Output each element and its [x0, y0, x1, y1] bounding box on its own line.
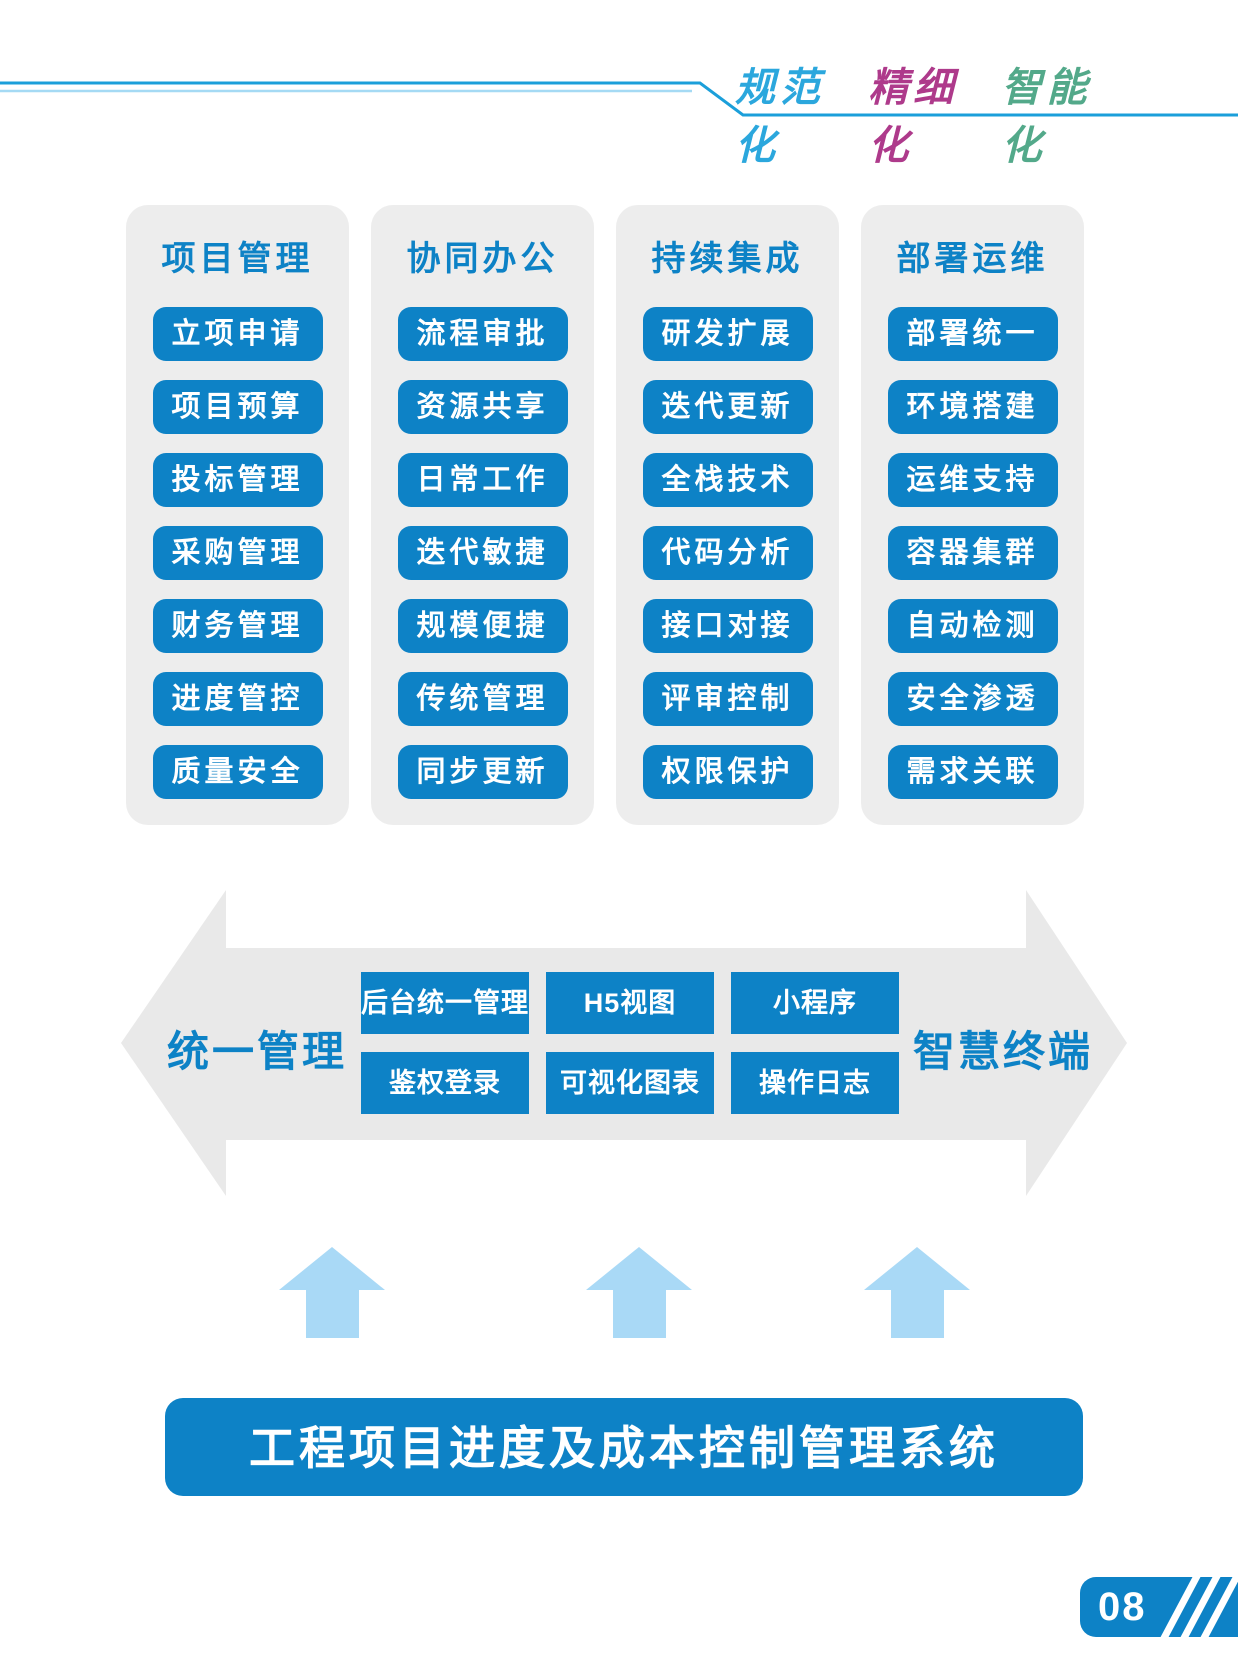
pill-label: 进度管控: [152, 672, 323, 726]
slogan-standardization: 规范化: [735, 66, 825, 168]
pill-label: 日常工作: [397, 453, 568, 507]
pill-label: 迭代敏捷: [397, 526, 568, 580]
panel-title: 项目管理: [161, 240, 314, 278]
page-number-badge: 08: [1080, 1577, 1238, 1637]
pill-label: 环境搭建: [887, 380, 1058, 434]
flow-box-auth-login: 鉴权登录: [361, 1052, 529, 1114]
header-slogans: 规范化 精细化 智能化: [735, 55, 1135, 171]
panel-items: 部署统一 环境搭建 运维支持 容器集群 自动检测 安全渗透 需求关联: [861, 307, 1084, 799]
panel-title: 持续集成: [651, 240, 804, 278]
flow-label-smart-terminal: 智慧终端: [912, 1028, 1093, 1075]
diagonal-stripes-icon: [1157, 1577, 1238, 1637]
pill-label: 运维支持: [887, 453, 1058, 507]
pill-label: 投标管理: [152, 453, 323, 507]
pill-label: 权限保护: [642, 745, 813, 799]
pill-label: 代码分析: [642, 526, 813, 580]
system-title-banner: 工程项目进度及成本控制管理系统: [165, 1398, 1083, 1496]
pill-label: 资源共享: [397, 380, 568, 434]
flow-box-visual-charts: 可视化图表: [546, 1052, 714, 1114]
pill-label: 安全渗透: [887, 672, 1058, 726]
pill-label: 采购管理: [152, 526, 323, 580]
flow-box-operation-logs: 操作日志: [731, 1052, 899, 1114]
pill-label: 需求关联: [887, 745, 1058, 799]
pill-label: 规模便捷: [397, 599, 568, 653]
pill-label: 研发扩展: [642, 307, 813, 361]
pill-label: 同步更新: [397, 745, 568, 799]
pill-label: 全栈技术: [642, 453, 813, 507]
flow-box-mini-program: 小程序: [731, 972, 899, 1034]
panel-title: 部署运维: [896, 240, 1049, 278]
flow-label-unified-management: 统一管理: [166, 1028, 347, 1075]
pill-label: 评审控制: [642, 672, 813, 726]
flow-box-backend-management: 后台统一管理: [361, 972, 529, 1034]
panel-items: 研发扩展 迭代更新 全栈技术 代码分析 接口对接 评审控制 权限保护: [616, 307, 839, 799]
pill-label: 质量安全: [152, 745, 323, 799]
up-arrow-icon: [864, 1247, 970, 1338]
panel-deployment-operations: 部署运维 部署统一 环境搭建 运维支持 容器集群 自动检测 安全渗透 需求关联: [861, 205, 1084, 825]
flow-box-h5-view: H5视图: [546, 972, 714, 1034]
panel-project-management: 项目管理 立项申请 项目预算 投标管理 采购管理 财务管理 进度管控 质量安全: [126, 205, 349, 825]
up-arrow-icon: [279, 1247, 385, 1338]
panel-items: 流程审批 资源共享 日常工作 迭代敏捷 规模便捷 传统管理 同步更新: [371, 307, 594, 799]
pill-label: 传统管理: [397, 672, 568, 726]
pill-label: 容器集群: [887, 526, 1058, 580]
slogan-refinement: 精细化: [868, 66, 959, 168]
panel-title: 协同办公: [406, 240, 559, 278]
pill-label: 接口对接: [642, 599, 813, 653]
page-number: 08: [1098, 1585, 1147, 1629]
pill-label: 部署统一: [887, 307, 1058, 361]
pill-label: 项目预算: [152, 380, 323, 434]
pill-label: 流程审批: [397, 307, 568, 361]
slogan-intelligence: 智能化: [1001, 66, 1092, 168]
pill-label: 立项申请: [152, 307, 323, 361]
up-arrow-icon: [586, 1247, 692, 1338]
panel-items: 立项申请 项目预算 投标管理 采购管理 财务管理 进度管控 质量安全: [126, 307, 349, 799]
pill-label: 迭代更新: [642, 380, 813, 434]
panel-continuous-integration: 持续集成 研发扩展 迭代更新 全栈技术 代码分析 接口对接 评审控制 权限保护: [616, 205, 839, 825]
pill-label: 财务管理: [152, 599, 323, 653]
pill-label: 自动检测: [887, 599, 1058, 653]
panel-collaborative-office: 协同办公 流程审批 资源共享 日常工作 迭代敏捷 规模便捷 传统管理 同步更新: [371, 205, 594, 825]
header-divider-lines: [0, 81, 1238, 117]
